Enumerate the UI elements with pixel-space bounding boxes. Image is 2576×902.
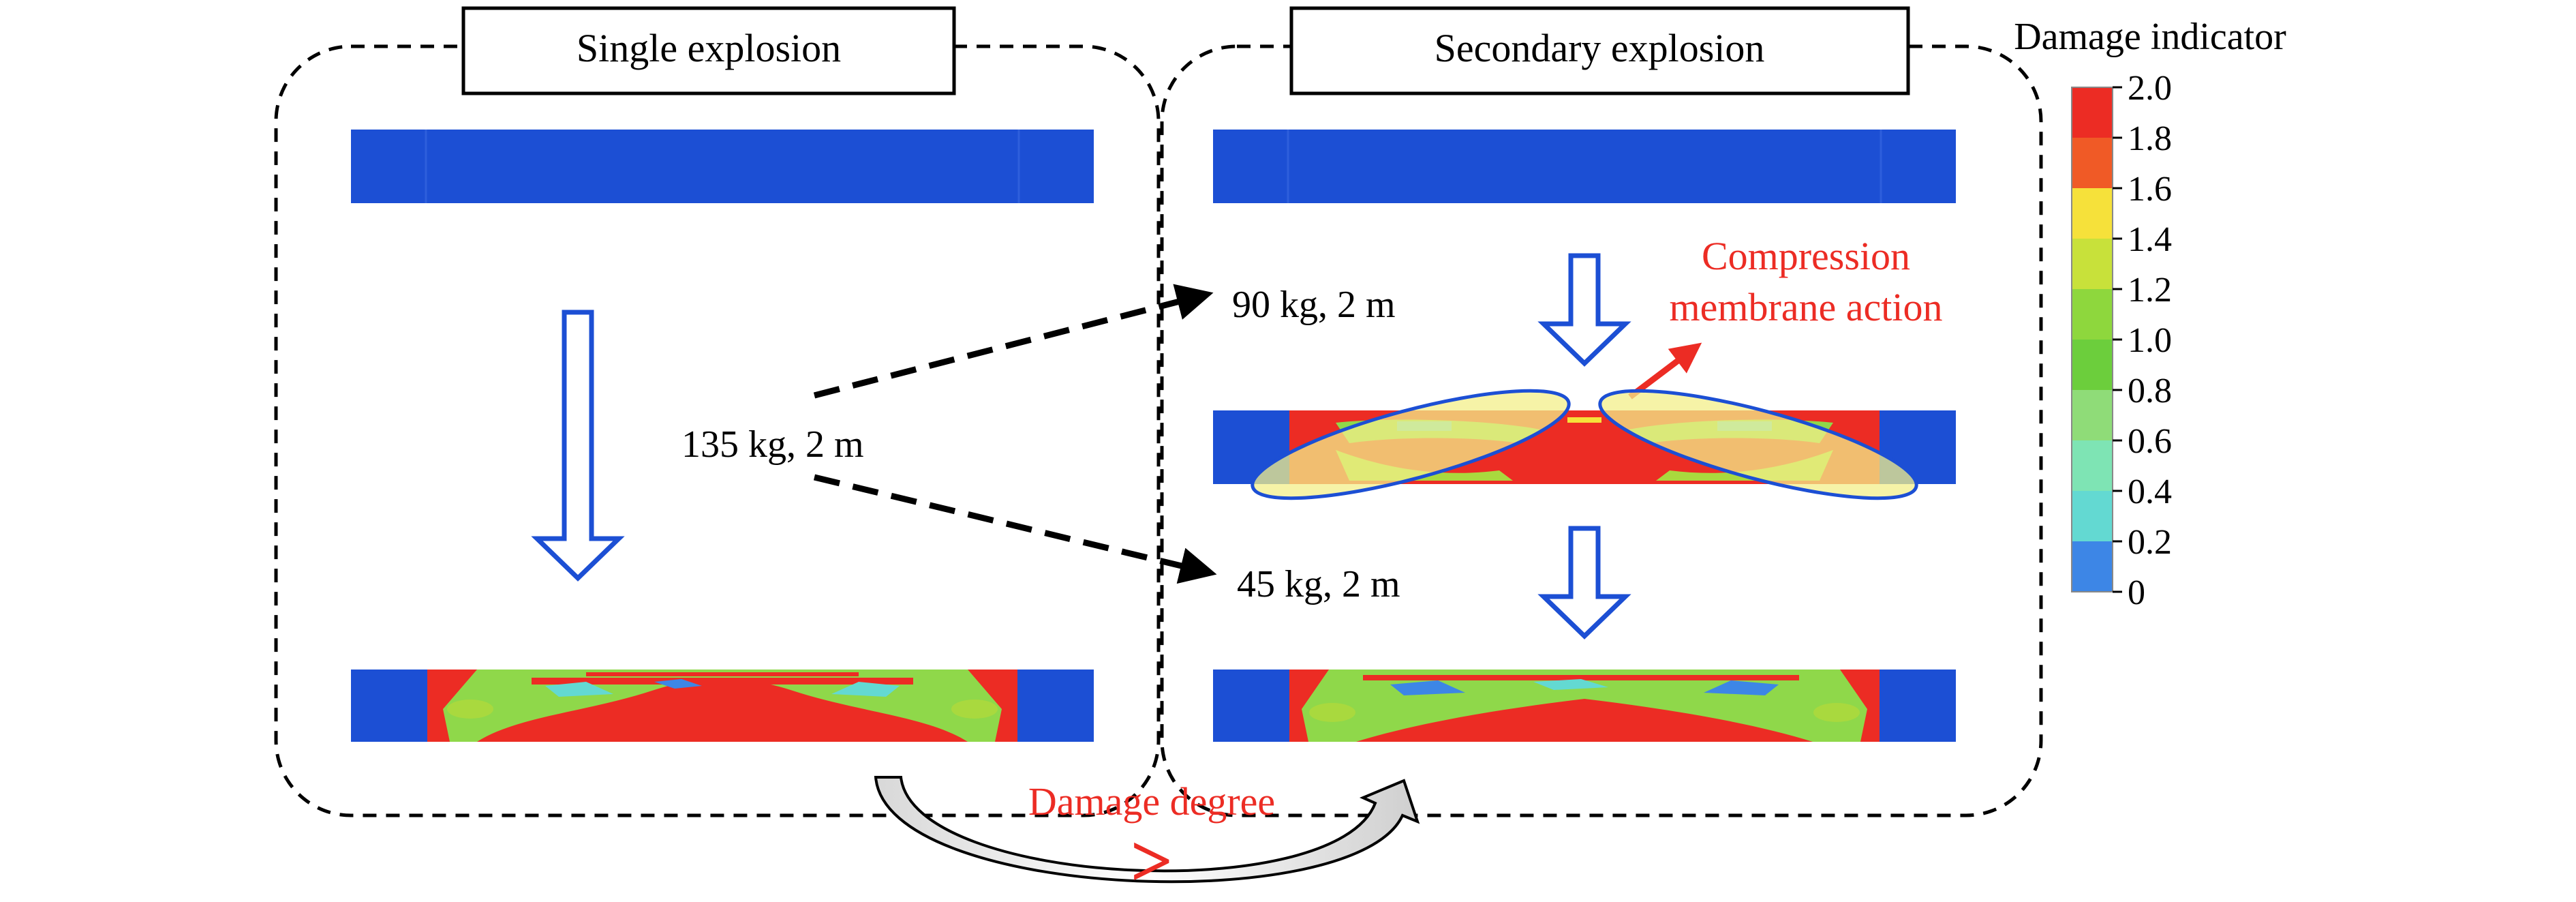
- secondary-title: Secondary explosion: [1435, 26, 1765, 70]
- arrow-to-lower-charge: [813, 474, 1217, 584]
- legend-swatch: [2072, 289, 2113, 340]
- legend-swatch: [2072, 340, 2113, 390]
- legend-label: 1.4: [2128, 220, 2172, 259]
- charge-upper-label: 90 kg, 2 m: [1232, 284, 1396, 326]
- arrow-to-upper-charge: [813, 284, 1214, 399]
- comparison-symbol: >: [1131, 820, 1174, 902]
- cma-ellipse-right: [1598, 389, 1918, 500]
- secondary-explosion-panel: [1160, 44, 2043, 817]
- legend-swatch: [2072, 239, 2113, 289]
- legend-label: 0.4: [2128, 472, 2172, 511]
- legend-label: 1.2: [2128, 271, 2172, 310]
- legend-colorbar: [2071, 87, 2113, 592]
- single-title: Single explosion: [577, 26, 841, 70]
- legend-swatch: [2072, 87, 2113, 138]
- down-arrow-secondary-1: [1537, 253, 1631, 367]
- legend-labels: 2.0 1.8 1.6 1.4 1.2 1.0 0.8 0.6 0.4 0.2 0: [2113, 69, 2172, 612]
- secondary-title-box: [1289, 6, 1910, 95]
- legend-swatch: [2072, 491, 2113, 541]
- damage-degree-label: Damage degree: [1028, 779, 1275, 824]
- single-title-box: [461, 6, 956, 95]
- single-explosion-panel: [274, 44, 1161, 817]
- legend-swatch: [2072, 390, 2113, 440]
- legend-swatch: [2072, 541, 2113, 592]
- slab-damaged-single: [351, 670, 1094, 742]
- cma-label-line1: Compression: [1702, 234, 1910, 278]
- legend-swatch: [2072, 440, 2113, 491]
- comparison-curved-arrow: [874, 776, 1420, 884]
- legend-title: Damage indicator: [2014, 16, 2286, 58]
- cma-arrow: [1628, 342, 1702, 400]
- legend-label: 0.8: [2128, 372, 2172, 410]
- slab-damaged-secondary-bottom: [1213, 670, 1956, 742]
- legend-label: 0.2: [2128, 523, 2172, 562]
- slab-intact-secondary: [1213, 130, 1956, 203]
- legend-label: 2.0: [2128, 69, 2172, 108]
- legend-label: 0.6: [2128, 422, 2172, 461]
- cma-ellipse-left: [1251, 389, 1571, 500]
- cma-label-line2: membrane action: [1670, 285, 1943, 329]
- legend-label: 0: [2128, 573, 2145, 612]
- legend-label: 1.6: [2128, 170, 2172, 209]
- down-arrow-single: [531, 310, 625, 582]
- charge-lower-label: 45 kg, 2 m: [1237, 563, 1400, 605]
- slab-intact-single: [351, 130, 1094, 203]
- legend-swatch: [2072, 138, 2113, 188]
- legend-label: 1.8: [2128, 119, 2172, 158]
- down-arrow-secondary-2: [1537, 526, 1631, 640]
- legend-swatch: [2072, 188, 2113, 239]
- charge-initial-label: 135 kg, 2 m: [681, 423, 864, 466]
- legend-label: 1.0: [2128, 321, 2172, 360]
